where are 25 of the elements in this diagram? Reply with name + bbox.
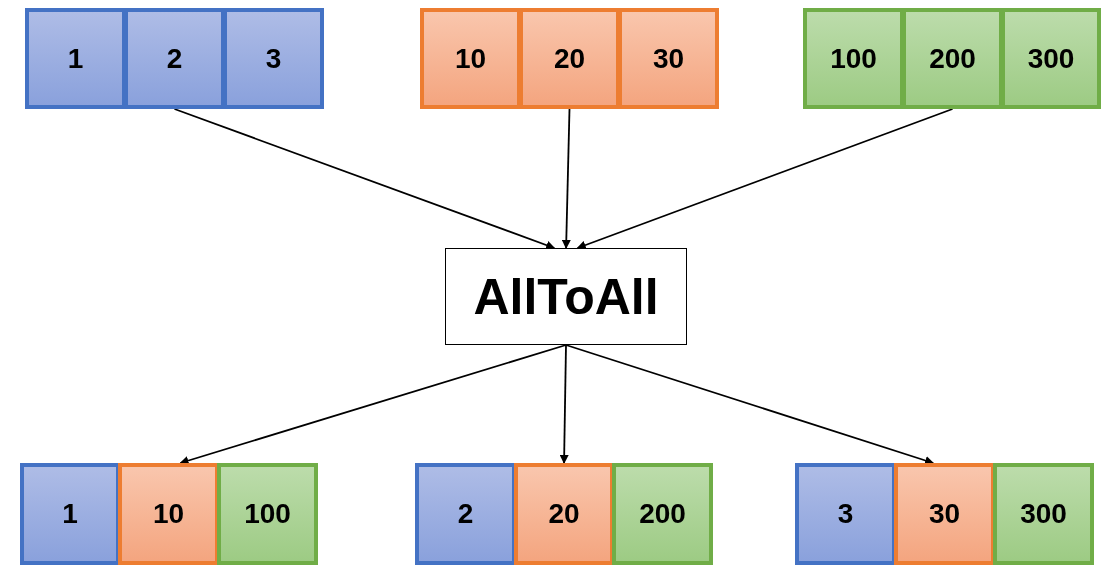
array-cell: 2 xyxy=(415,463,516,565)
arrow xyxy=(179,344,567,465)
array-cell: 10 xyxy=(118,463,219,565)
array-cell: 300 xyxy=(993,463,1094,565)
array-cell: 2 xyxy=(124,8,225,109)
array-cell: 3 xyxy=(795,463,896,565)
array-cell: 1 xyxy=(25,8,126,109)
arrow xyxy=(561,108,571,249)
array-cell: 100 xyxy=(803,8,904,109)
arrow xyxy=(559,344,569,464)
process-box: AllToAll xyxy=(445,248,687,345)
array-cell: 1 xyxy=(20,463,120,565)
arrow xyxy=(565,344,935,465)
array-cell: 3 xyxy=(223,8,324,109)
array-cell: 10 xyxy=(420,8,521,109)
array-cell: 300 xyxy=(1001,8,1101,109)
array-cell: 30 xyxy=(618,8,719,109)
array-cell: 200 xyxy=(902,8,1003,109)
array-cell: 200 xyxy=(612,463,713,565)
array-cell: 20 xyxy=(514,463,614,565)
array-cell: 30 xyxy=(894,463,995,565)
arrow xyxy=(173,108,556,250)
array-cell: 100 xyxy=(217,463,318,565)
array-cell: 20 xyxy=(519,8,620,109)
arrow xyxy=(576,108,954,250)
